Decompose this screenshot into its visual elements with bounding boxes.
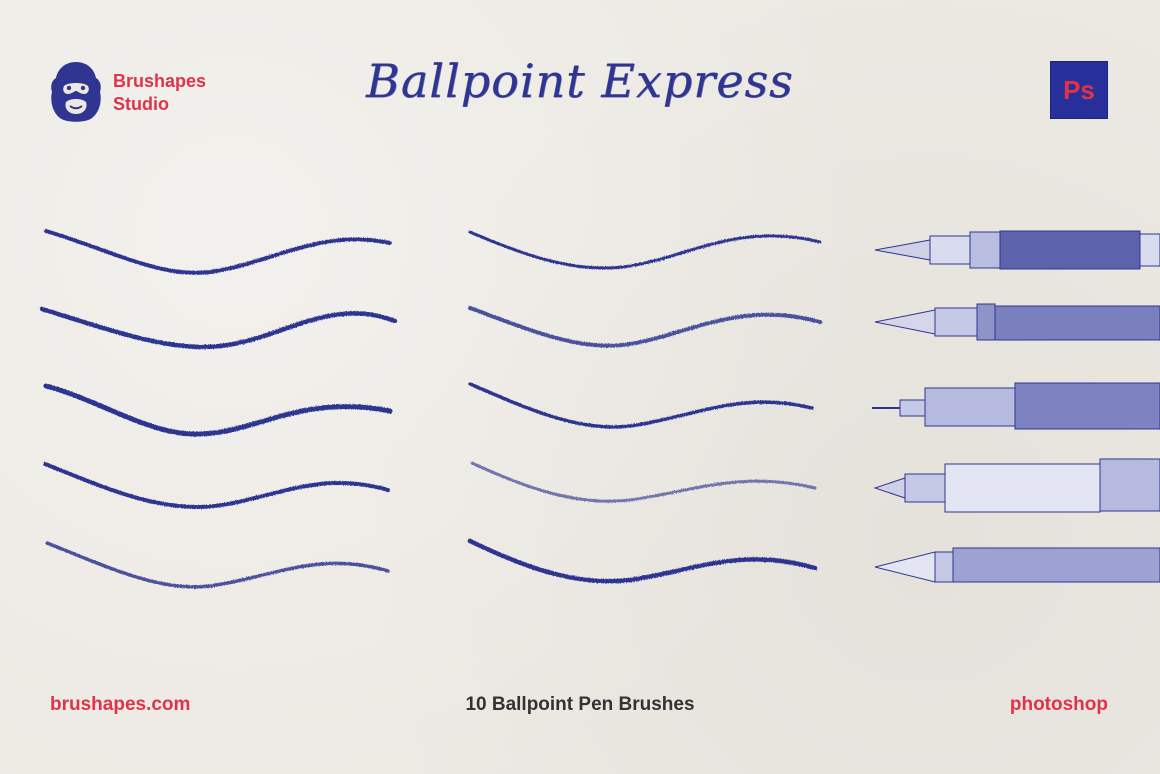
brush-stroke-6	[468, 230, 822, 270]
brush-stroke-column-1	[39, 229, 398, 589]
pen-illustrations	[872, 230, 1160, 583]
pencil-icon	[874, 547, 1160, 583]
brand-line-1: Brushapes	[113, 71, 207, 91]
brush-stroke-4	[43, 462, 390, 509]
ballpoint-pen-icon	[874, 230, 1160, 270]
technical-pen-icon	[872, 382, 1160, 430]
fountain-pen-icon	[874, 303, 1160, 341]
gorilla-logo-icon	[51, 62, 101, 122]
brush-stroke-9	[470, 461, 817, 503]
brush-stroke-5	[45, 541, 390, 589]
app-name: photoshop	[1009, 694, 1108, 715]
brush-strokes-canvas	[39, 229, 1160, 589]
brush-stroke-2	[39, 306, 398, 350]
page-title: Ballpoint Express	[366, 54, 794, 108]
brand-line-2: Studio	[113, 94, 169, 114]
brush-count-caption: 10 Ballpoint Pen Brushes	[465, 694, 695, 715]
photoshop-badge-icon: Ps	[1050, 61, 1108, 119]
website-link[interactable]: brushapes.com	[50, 694, 191, 715]
brush-stroke-3	[43, 383, 393, 437]
photoshop-badge-label: Ps	[1063, 74, 1095, 105]
brush-stroke-1	[44, 229, 392, 275]
brush-stroke-8	[468, 382, 814, 429]
brush-stroke-7	[468, 306, 822, 348]
brand-name: Brushapes Studio	[113, 70, 206, 116]
fineliner-pen-icon	[873, 458, 1160, 513]
brush-stroke-10	[467, 538, 818, 584]
brush-stroke-column-2	[467, 230, 822, 584]
